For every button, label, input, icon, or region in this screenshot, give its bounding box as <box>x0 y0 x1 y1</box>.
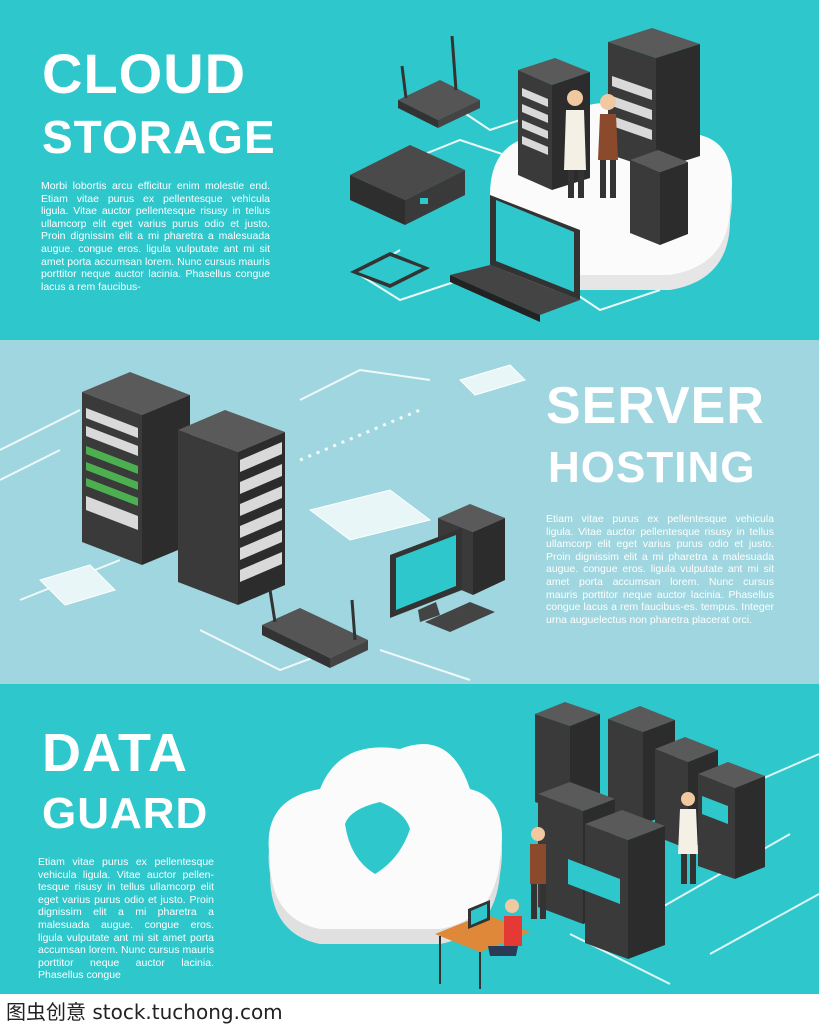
server-rack-icon <box>698 762 765 879</box>
server-rack-icon <box>178 410 285 605</box>
engineer-person-icon <box>678 792 698 884</box>
data-guard-banner: DATA GUARD Etiam vitae purus ex pellente… <box>0 684 819 994</box>
banner-title-line2: HOSTING <box>548 443 756 492</box>
engineer-person-icon <box>564 90 586 198</box>
banner-title-line2: STORAGE <box>42 111 276 163</box>
keyboard-icon <box>425 602 495 632</box>
banner-title-line2: GUARD <box>42 789 209 838</box>
server-rack-icon <box>82 372 190 565</box>
cloud-storage-banner: CLOUD STORAGE Morbi lobortis arcu effici… <box>0 0 819 340</box>
document-card-icon <box>308 489 432 541</box>
banner-body-text: Morbi lobortis arcu efficitur enim moles… <box>41 180 270 293</box>
engineer-person-icon <box>598 94 618 198</box>
watermark-text: 图虫创意 stock.tuchong.com <box>6 1000 283 1024</box>
router-icon <box>262 589 368 668</box>
data-guard-illustration <box>268 702 819 989</box>
document-card-icon <box>459 364 526 396</box>
network-device-icon <box>350 145 465 225</box>
banner-body-text: Etiam vitae purus ex pellentesque vehicu… <box>38 856 214 982</box>
banner-title-line1: SERVER <box>546 377 765 435</box>
tablet-icon <box>350 252 430 288</box>
banner-title-line1: DATA <box>42 723 188 783</box>
server-rack-icon <box>568 810 665 959</box>
watermark-bar: 图虫创意 stock.tuchong.com <box>0 994 819 1024</box>
cloud-shield-icon <box>268 744 502 944</box>
server-hosting-banner: SERVER HOSTING Etiam vitae purus ex pell… <box>0 340 819 684</box>
server-hosting-illustration <box>0 364 526 681</box>
cloud-storage-illustration <box>350 28 732 322</box>
banner-title-line1: CLOUD <box>42 42 247 105</box>
banner-body-text: Etiam vitae purus ex pellentesque vehicu… <box>546 513 774 626</box>
engineer-person-icon <box>530 827 546 919</box>
laptop-icon <box>450 195 580 322</box>
server-rack-icon <box>630 150 688 245</box>
engineer-person-icon <box>488 899 522 956</box>
server-rack-icon <box>608 28 700 170</box>
document-card-icon <box>39 564 116 606</box>
monitor-icon <box>390 528 462 622</box>
router-icon <box>398 35 480 128</box>
